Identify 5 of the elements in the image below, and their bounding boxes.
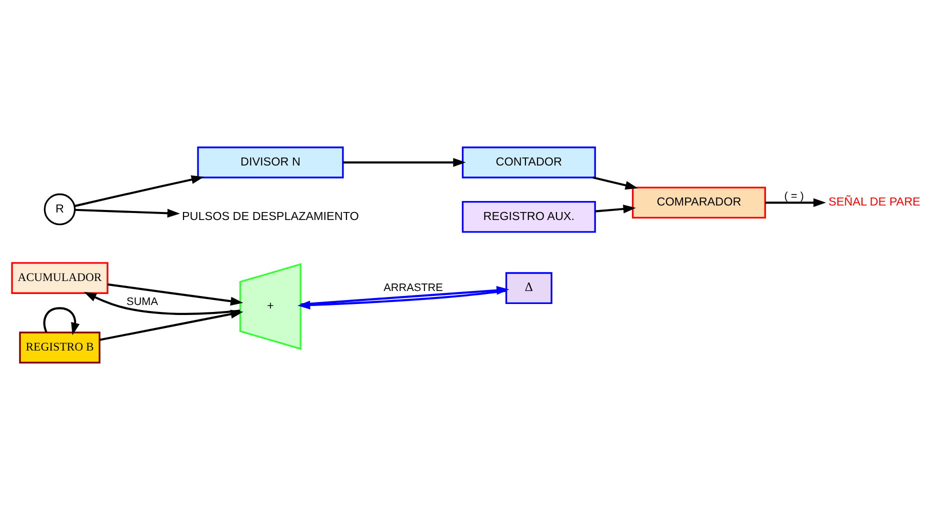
edge-label: ( = ) [784, 190, 804, 202]
edge-label: ARRASTRE [384, 281, 443, 294]
node-text: SEÑAL DE PARE [828, 195, 920, 208]
node-text: PULSOS DE DESPLAZAMIENTO [182, 209, 359, 222]
edge-label: SUMA [126, 296, 158, 308]
